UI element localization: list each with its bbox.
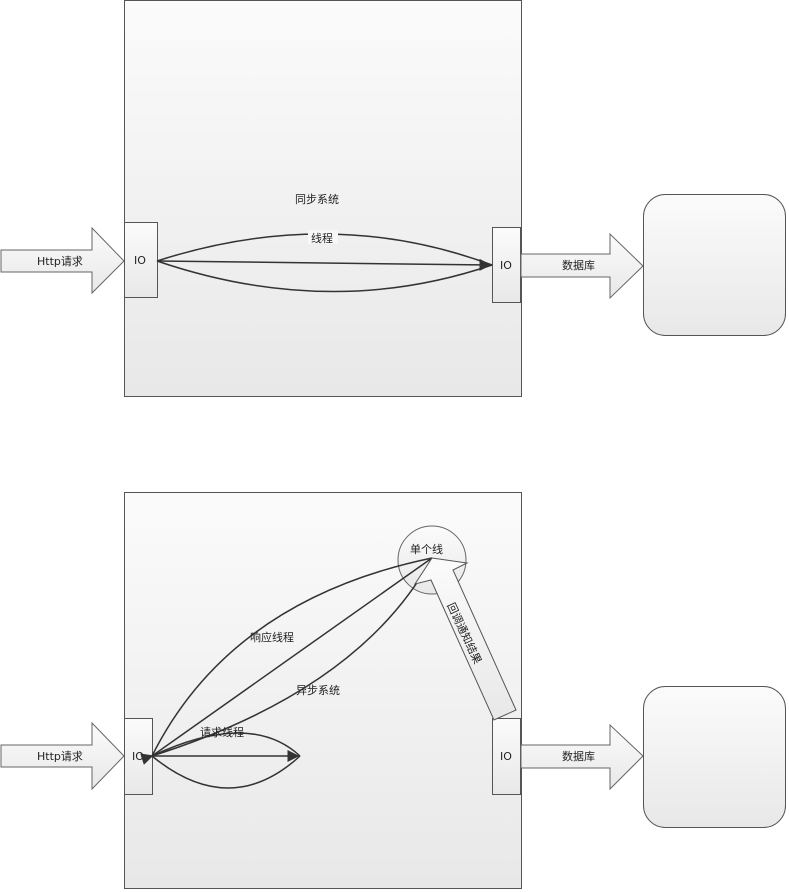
async-db-arrow-label: 数据库: [562, 749, 595, 763]
request-thread-arc-top: [151, 732, 301, 757]
sync-db-arrow-label: 数据库: [562, 258, 595, 272]
sync-system-label: 同步系统: [295, 193, 339, 206]
callback-arrow: [413, 557, 517, 721]
single-thread-label: 单个线: [410, 542, 443, 556]
sync-io-right: [492, 227, 521, 303]
async-db-arrow: [520, 723, 644, 791]
async-http-arrow: [0, 721, 125, 791]
response-thread-line-1: [151, 557, 433, 757]
sync-io-left-label: IO: [134, 254, 146, 267]
async-io-right-label: IO: [500, 750, 512, 763]
sync-thread-arrow: [156, 258, 492, 271]
sync-database: [643, 194, 786, 336]
response-thread-line-2: [151, 557, 433, 757]
request-thread-label: 请求线程: [200, 725, 244, 739]
sync-system-box: [124, 0, 522, 397]
async-io-right: [492, 718, 521, 795]
sync-thread-label: 线程: [311, 231, 333, 245]
async-io-left-label: IO: [132, 750, 144, 763]
sync-http-label: Http请求: [37, 255, 83, 268]
sync-io-right-label: IO: [500, 259, 512, 272]
response-thread-label: 响应线程: [250, 630, 294, 644]
sync-http-arrow: [0, 226, 125, 295]
sync-io-left: [124, 222, 158, 298]
request-thread-arc-bottom: [151, 755, 301, 789]
async-http-label: Http请求: [37, 750, 83, 763]
sync-thread-arc-bottom: [156, 260, 493, 293]
async-system-label: 异步系统: [296, 684, 340, 697]
sync-db-arrow: [520, 232, 644, 300]
async-database: [643, 686, 786, 828]
